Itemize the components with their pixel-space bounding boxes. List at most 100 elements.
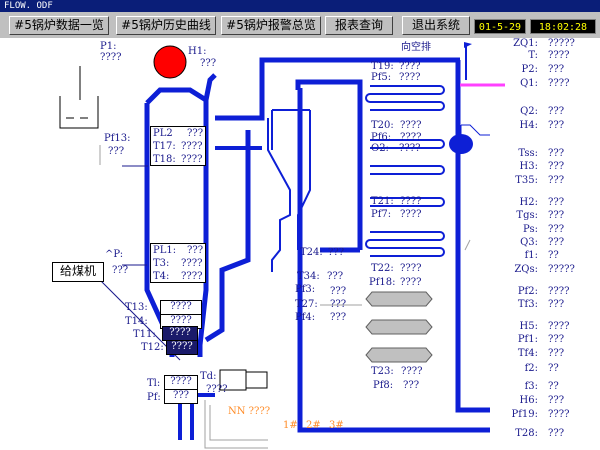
t19-label: T19: <box>371 61 394 72</box>
right-tf3-label: Tf3: <box>517 299 538 310</box>
window-titlebar: FLOW. ODF <box>0 0 600 12</box>
t18-label: T18: <box>153 154 176 165</box>
pf-value: ??? <box>164 389 198 404</box>
right-pf1-label: Pf1: <box>517 334 538 345</box>
t4-label: T4: <box>153 271 170 282</box>
t4-value: ???? <box>181 271 203 282</box>
boiler-history-curve-button[interactable]: #5锅炉历史曲线 <box>116 16 216 35</box>
right-q3-label: Q3: <box>520 237 538 248</box>
right-h5-label: H5: <box>519 321 538 332</box>
t11-label: T11: <box>133 329 156 340</box>
right-tf4-label: Tf4: <box>517 348 538 359</box>
right-pf2-label: Pf2: <box>517 286 538 297</box>
right-pf1-value: ??? <box>548 334 565 345</box>
o2-label: O2: <box>371 143 389 154</box>
unit-3-label[interactable]: 3# <box>329 420 344 431</box>
right-ps-value: ??? <box>548 224 565 235</box>
window-title: FLOW. ODF <box>4 1 53 11</box>
right-f1-label: f1: <box>524 250 538 261</box>
t23-label: T23: <box>371 366 394 377</box>
pl2-value: ??? <box>187 128 204 139</box>
right-zqs-value: ????? <box>548 264 575 275</box>
t13-value: ???? <box>160 300 202 315</box>
right-q2-value: ??? <box>548 106 565 117</box>
pf13-label: Pf13: <box>104 133 131 144</box>
right-h6-label: H6: <box>519 395 538 406</box>
td-label: Td: <box>200 371 217 382</box>
t11-value: ???? <box>162 326 198 341</box>
unit-1-label[interactable]: 1# <box>283 420 298 431</box>
exit-system-button[interactable]: 退出系统 <box>402 16 470 35</box>
pf6-value: ???? <box>400 132 422 143</box>
right-h3-label: H3: <box>519 161 538 172</box>
right-t-label: T: <box>528 50 538 61</box>
t3-label: T3: <box>153 258 170 269</box>
t20-value: ???? <box>400 120 422 131</box>
furnace-mid-box: PL1: ??? T3: ???? T4: ???? <box>150 243 206 283</box>
time-display: 18:02:28 <box>530 19 596 34</box>
backpass-pipe <box>455 60 490 413</box>
t22-label: T22: <box>371 263 394 274</box>
pf4-label: Pf4: <box>295 312 316 323</box>
t14-label: T14: <box>125 316 148 327</box>
delta-p-label: ^P: <box>105 249 124 260</box>
pf-label: Pf: <box>147 392 161 403</box>
return-pipe <box>295 79 363 250</box>
right-tf4-value: ??? <box>548 348 565 359</box>
right-h5-value: ???? <box>548 321 570 332</box>
t24-value: ??? <box>328 247 345 258</box>
right-zqs-label: ZQs: <box>514 264 538 275</box>
t19-value: ???? <box>399 61 421 72</box>
pf3-label: Pf3: <box>295 284 316 295</box>
right-q2-label: Q2: <box>520 106 538 117</box>
t12-label: T12: <box>141 342 164 353</box>
coal-feeder-button[interactable]: 给煤机 <box>52 262 104 282</box>
t20-label: T20: <box>371 120 394 131</box>
right-h3-value: ??? <box>548 161 565 172</box>
t27-value: ??? <box>330 299 347 310</box>
air-preheater <box>365 291 433 363</box>
right-q3-value: ??? <box>548 237 565 248</box>
t24-label: T24: <box>300 247 323 258</box>
right-measurement-panel: ZQ1:?????T:????P2:???Q1:????Q2:???H4:???… <box>490 38 600 444</box>
unit-2-label[interactable]: 2# <box>306 420 321 431</box>
right-ps-label: Ps: <box>523 224 538 235</box>
o2-value: ???? <box>399 143 421 154</box>
p1-label: P1: <box>100 41 117 52</box>
pl2-label: PL2 <box>153 128 173 139</box>
right-tss-label: Tss: <box>518 148 538 159</box>
right-zq1-label: ZQ1: <box>513 38 538 49</box>
right-tf3-value: ??? <box>548 299 565 310</box>
boiler-alarm-overview-button[interactable]: #5锅炉报警总览 <box>221 16 321 35</box>
boiler-data-overview-button[interactable]: #5锅炉数据一览 <box>9 16 109 35</box>
t13-label: T13: <box>125 302 148 313</box>
right-pf19-value: ???? <box>548 409 570 420</box>
p1-value: ???? <box>100 52 122 63</box>
right-t28-value: ??? <box>548 428 565 439</box>
t21-label: T21: <box>371 196 394 207</box>
pf5-label: Pf5: <box>371 72 392 83</box>
separator-tank <box>449 134 473 154</box>
t34-value: ??? <box>327 271 344 282</box>
t3-value: ???? <box>181 258 203 269</box>
right-f3-value: ?? <box>548 381 559 392</box>
report-query-button[interactable]: 报表查询 <box>325 16 393 35</box>
pf18-label: Pf18: <box>369 277 396 288</box>
right-h6-value: ??? <box>548 395 565 406</box>
right-h4-label: H4: <box>519 120 538 131</box>
t22-value: ???? <box>400 263 422 274</box>
right-f2-value: ?? <box>548 363 559 374</box>
right-h2-label: H2: <box>519 197 538 208</box>
furnace-top-riser <box>203 73 217 101</box>
tl-label: Tl: <box>147 378 161 389</box>
t34-label: T34: <box>297 271 320 282</box>
t17-label: T17: <box>153 141 176 152</box>
tl-value: ???? <box>164 375 198 390</box>
date-display: 01-5-29 <box>474 19 526 34</box>
right-tgs-value: ??? <box>548 210 565 221</box>
pf5-value: ???? <box>399 72 421 83</box>
right-t-value: ???? <box>548 50 570 61</box>
pf13-value: ??? <box>108 146 125 157</box>
right-t35-label: T35: <box>515 175 538 186</box>
right-t35-value: ??? <box>548 175 565 186</box>
